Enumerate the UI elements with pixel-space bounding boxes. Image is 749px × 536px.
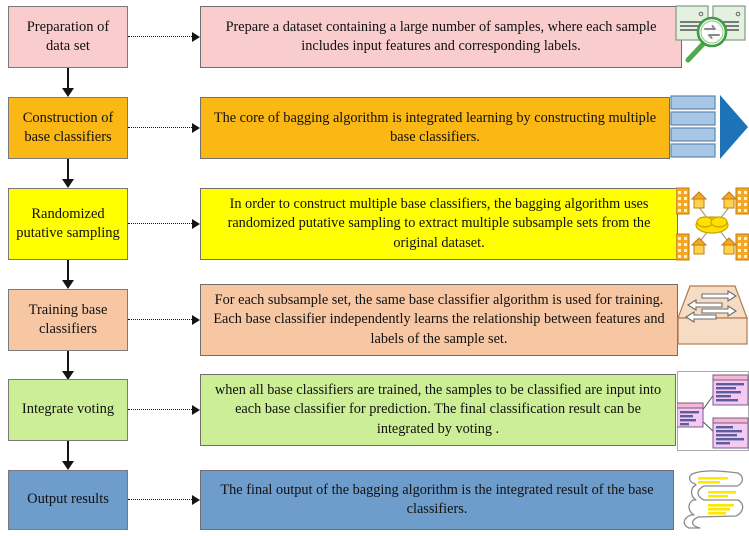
arrow-head-icon (62, 88, 74, 97)
description-box-preparation[interactable]: Prepare a dataset containing a large num… (200, 6, 682, 68)
stage-box-randomized-sampling[interactable]: Randomized putative sampling (8, 188, 128, 260)
stage-label-randomized-sampling: Randomized putative sampling (16, 205, 120, 241)
stage-box-integrate-voting[interactable]: Integrate voting (8, 379, 128, 441)
connector-output-to-description (128, 495, 200, 505)
stage-box-output[interactable]: Output results (8, 470, 128, 530)
stage-label-construction: Construction of base classifiers (22, 109, 114, 145)
connector-down-2 (62, 159, 74, 188)
stage-label-training: Training base classifiers (28, 301, 108, 337)
vertical-line (67, 351, 69, 371)
magnifier-over-servers-icon (672, 4, 748, 68)
connector-down-5 (62, 441, 74, 470)
vertical-line (67, 68, 69, 88)
stage-box-preparation[interactable]: Preparation of data set (8, 6, 128, 68)
connector-voting-to-description (128, 405, 200, 415)
stage-label-preparation: Preparation of data set (26, 18, 110, 54)
description-text-construction: The core of bagging algorithm is integra… (213, 109, 657, 145)
stacked-bars-arrow-icon (670, 94, 749, 162)
dotted-line (128, 223, 192, 224)
scroll-document-icon (682, 470, 747, 532)
dotted-line (128, 319, 192, 320)
arrow-head-icon (192, 495, 200, 505)
dotted-line (128, 409, 192, 410)
network-switch-icon (676, 284, 749, 356)
connector-down-3 (62, 260, 74, 289)
connector-training-to-description (128, 315, 200, 325)
description-text-preparation: Prepare a dataset containing a large num… (225, 18, 657, 54)
description-text-randomized-sampling: In order to construct multiple base clas… (227, 195, 651, 251)
arrow-head-icon (62, 461, 74, 470)
description-text-output: The final output of the bagging algorith… (220, 481, 654, 517)
arrow-head-icon (62, 179, 74, 188)
dotted-line (128, 36, 192, 37)
arrow-head-icon (192, 405, 200, 415)
arrow-head-icon (62, 371, 74, 380)
description-box-training[interactable]: For each subsample set, the same base cl… (200, 284, 678, 356)
arrow-head-icon (62, 280, 74, 289)
description-box-randomized-sampling[interactable]: In order to construct multiple base clas… (200, 188, 678, 260)
description-box-integrate-voting[interactable]: when all base classifiers are trained, t… (200, 374, 676, 446)
stage-box-training[interactable]: Training base classifiers (8, 289, 128, 351)
description-box-output[interactable]: The final output of the bagging algorith… (200, 470, 674, 530)
network-cloud-buildings-icon (676, 186, 749, 262)
connector-down-1 (62, 68, 74, 97)
description-text-integrate-voting: when all base classifiers are trained, t… (214, 381, 662, 437)
description-text-training: For each subsample set, the same base cl… (213, 291, 665, 347)
arrow-head-icon (192, 32, 200, 42)
stage-box-construction[interactable]: Construction of base classifiers (8, 97, 128, 159)
vertical-line (67, 260, 69, 280)
stage-label-integrate-voting: Integrate voting (21, 401, 115, 418)
arrow-head-icon (192, 123, 200, 133)
arrow-head-icon (192, 315, 200, 325)
stage-label-output: Output results (27, 491, 109, 508)
connector-construction-to-description (128, 123, 200, 133)
dotted-line (128, 499, 192, 500)
arrow-head-icon (192, 219, 200, 229)
connector-preparation-to-description (128, 32, 200, 42)
vertical-line (67, 159, 69, 179)
vertical-line (67, 441, 69, 461)
dotted-line (128, 127, 192, 128)
connector-sampling-to-description (128, 219, 200, 229)
description-box-construction[interactable]: The core of bagging algorithm is integra… (200, 97, 670, 159)
linked-windows-icon (677, 371, 749, 451)
connector-down-4 (62, 351, 74, 380)
